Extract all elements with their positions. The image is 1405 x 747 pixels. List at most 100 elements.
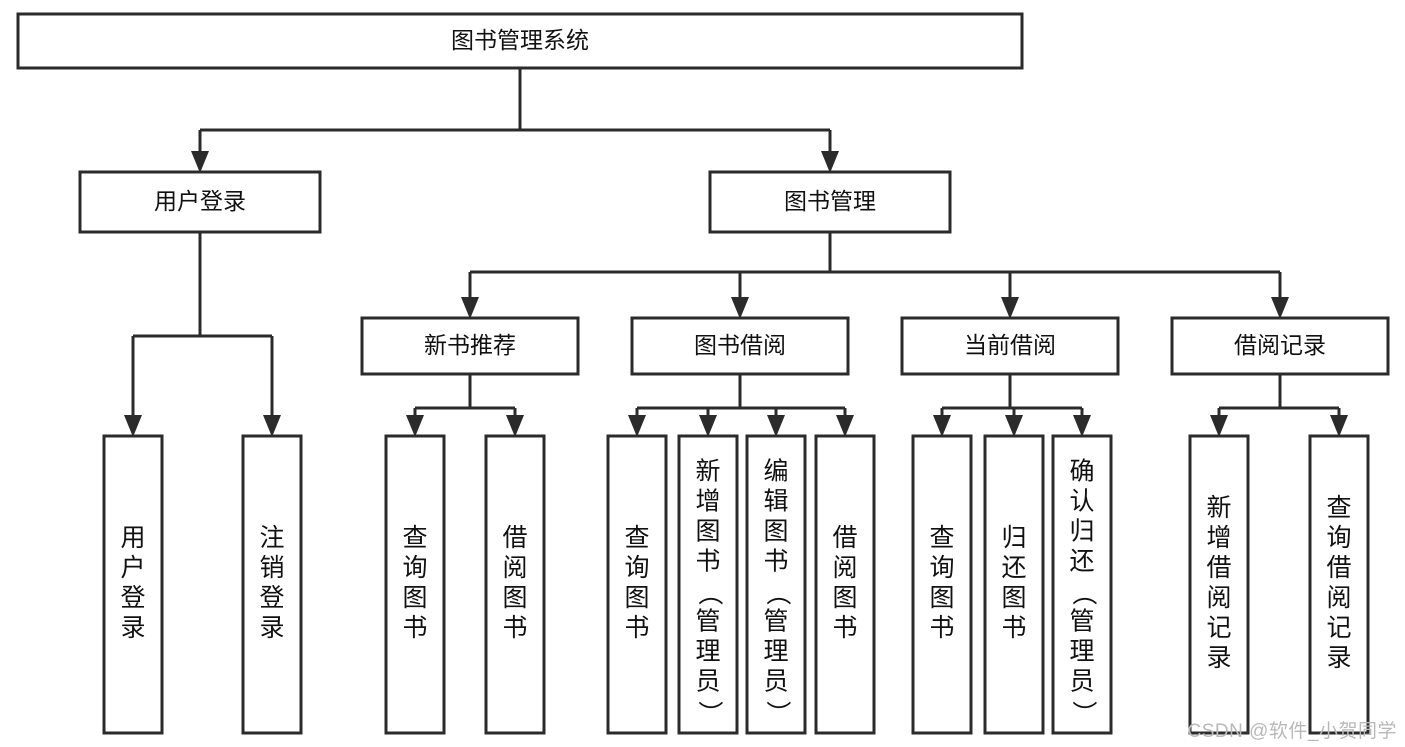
node-box-book-borrow xyxy=(630,316,850,376)
svg-text:归: 归 xyxy=(1001,524,1026,552)
node-root[interactable]: 图书管理系统 xyxy=(16,12,1024,70)
node-new-book-rec[interactable]: 新书推荐 xyxy=(360,316,580,376)
svg-text:借: 借 xyxy=(832,524,857,552)
svg-text:录: 录 xyxy=(120,614,145,642)
node-leaf-user-login[interactable]: 用户登录 xyxy=(102,434,164,735)
node-label-current-borrow: 当前借阅 xyxy=(964,332,1056,358)
svg-text:增: 增 xyxy=(695,488,720,516)
svg-text:书: 书 xyxy=(502,614,527,642)
node-box-leaf-query-book-borrow xyxy=(606,434,668,735)
svg-text:录: 录 xyxy=(259,614,284,642)
svg-text:）: ） xyxy=(695,700,723,725)
node-layer: 图书管理系统用户登录图书管理新书推荐图书借阅当前借阅借阅记录用户登录注销登录查询… xyxy=(16,12,1390,735)
node-box-current-borrow xyxy=(900,316,1120,376)
svg-text:查: 查 xyxy=(929,524,954,552)
node-box-leaf-query-book-cur xyxy=(911,434,973,735)
svg-text:（: （ xyxy=(695,580,723,605)
node-label-leaf-user-login: 用户登录 xyxy=(120,524,145,642)
svg-text:图: 图 xyxy=(929,584,954,612)
svg-text:询: 询 xyxy=(402,554,427,582)
svg-text:借: 借 xyxy=(502,524,527,552)
svg-text:销: 销 xyxy=(259,554,284,582)
node-user-login[interactable]: 用户登录 xyxy=(78,170,322,234)
node-label-user-login: 用户登录 xyxy=(154,188,246,214)
svg-text:图: 图 xyxy=(832,584,857,612)
svg-text:认: 认 xyxy=(1069,488,1094,516)
svg-text:记: 记 xyxy=(1206,614,1231,642)
node-box-leaf-borrow-book xyxy=(814,434,876,735)
svg-text:登: 登 xyxy=(259,584,284,612)
node-book-borrow[interactable]: 图书借阅 xyxy=(630,316,850,376)
svg-text:借: 借 xyxy=(1326,554,1351,582)
svg-text:阅: 阅 xyxy=(1206,584,1231,612)
svg-text:户: 户 xyxy=(120,554,145,582)
svg-text:注: 注 xyxy=(259,524,284,552)
node-box-leaf-add-record xyxy=(1188,434,1250,735)
svg-text:查: 查 xyxy=(624,524,649,552)
svg-text:登: 登 xyxy=(120,584,145,612)
svg-text:归: 归 xyxy=(1069,518,1094,546)
svg-text:图: 图 xyxy=(624,584,649,612)
svg-text:阅: 阅 xyxy=(1326,584,1351,612)
svg-text:（: （ xyxy=(1069,580,1097,605)
svg-text:增: 增 xyxy=(1206,524,1231,552)
node-borrow-record[interactable]: 借阅记录 xyxy=(1170,316,1390,376)
svg-text:管: 管 xyxy=(695,608,720,636)
svg-text:理: 理 xyxy=(763,638,788,666)
svg-text:阅: 阅 xyxy=(502,554,527,582)
edge-layer xyxy=(124,68,1348,437)
svg-text:图: 图 xyxy=(502,584,527,612)
svg-text:图: 图 xyxy=(402,584,427,612)
node-box-leaf-add-book xyxy=(677,434,739,735)
svg-text:查: 查 xyxy=(1326,494,1351,522)
watermark-label: CSDN @软件_小贺同学 xyxy=(1187,721,1397,742)
svg-text:还: 还 xyxy=(1069,548,1094,576)
svg-text:询: 询 xyxy=(624,554,649,582)
svg-text:录: 录 xyxy=(1326,644,1351,672)
svg-text:询: 询 xyxy=(1326,524,1351,552)
svg-text:书: 书 xyxy=(695,548,720,576)
svg-text:书: 书 xyxy=(624,614,649,642)
svg-text:记: 记 xyxy=(1326,614,1351,642)
svg-text:）: ） xyxy=(763,700,791,725)
node-label-book-manage: 图书管理 xyxy=(784,188,876,214)
node-book-manage[interactable]: 图书管理 xyxy=(708,170,952,234)
svg-text:书: 书 xyxy=(402,614,427,642)
svg-text:编: 编 xyxy=(763,458,788,486)
svg-text:确: 确 xyxy=(1069,458,1094,486)
svg-text:员: 员 xyxy=(763,668,788,696)
svg-text:新: 新 xyxy=(1206,494,1231,522)
node-box-leaf-edit-book xyxy=(745,434,807,735)
node-box-leaf-return-book xyxy=(983,434,1045,735)
node-current-borrow[interactable]: 当前借阅 xyxy=(900,316,1120,376)
node-box-user-login xyxy=(78,170,322,234)
node-label-new-book-rec: 新书推荐 xyxy=(424,332,516,358)
svg-text:图: 图 xyxy=(695,518,720,546)
node-box-leaf-query-record xyxy=(1308,434,1370,735)
svg-text:理: 理 xyxy=(695,638,720,666)
node-box-new-book-rec xyxy=(360,316,580,376)
svg-text:书: 书 xyxy=(832,614,857,642)
